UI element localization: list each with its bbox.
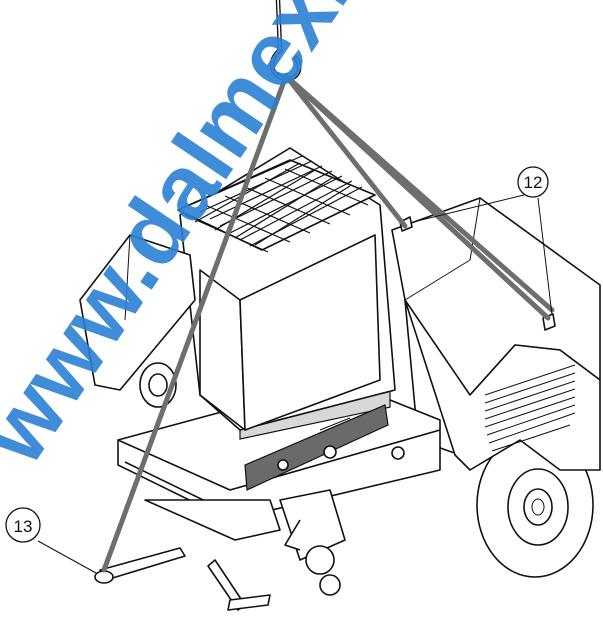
paddle-shaft xyxy=(244,394,405,491)
engine-housing xyxy=(391,197,601,471)
callout-13: 13 xyxy=(5,507,97,574)
towing-eye xyxy=(94,570,114,584)
callout-12-label: 12 xyxy=(524,173,543,192)
lifting-slings xyxy=(101,73,555,573)
grid-cover xyxy=(177,155,376,253)
crane-hook xyxy=(269,0,302,82)
callout-12: 12 xyxy=(412,166,553,316)
drawbar xyxy=(94,489,346,611)
callout-13-label: 13 xyxy=(14,517,33,536)
hopper-flap-left xyxy=(79,234,196,391)
vent-grille xyxy=(484,364,576,452)
